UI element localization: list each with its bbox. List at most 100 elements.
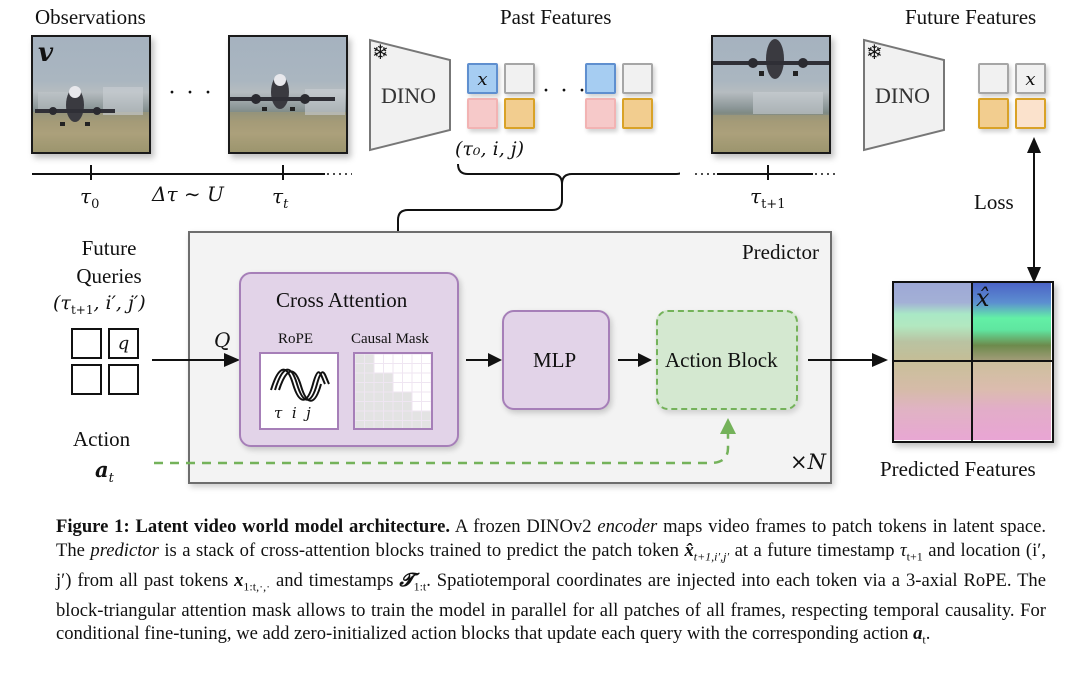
token-coords-label: (τ₀, i, j) xyxy=(455,138,525,160)
query-token xyxy=(108,364,139,395)
predicted-patch xyxy=(973,283,1051,361)
caption-math: t+1,i′,j′ xyxy=(693,549,730,564)
caption-text: is a stack of cross-attention blocks tra… xyxy=(158,539,685,561)
token-blue: x xyxy=(467,63,498,94)
mask-cell xyxy=(354,382,365,393)
mask-cell xyxy=(421,353,432,364)
mask-cell xyxy=(354,363,365,374)
observation-frame-taut1 xyxy=(711,35,831,154)
dino-label: DINO xyxy=(875,83,930,108)
caption-text: . Spatiotemporal coordinates are injecte… xyxy=(56,569,1046,645)
past-features-label: Past Features xyxy=(500,5,612,29)
token-gray xyxy=(978,63,1009,94)
mask-cell xyxy=(402,391,413,402)
airplane-image xyxy=(713,37,829,152)
loss-arrow xyxy=(1027,137,1041,283)
action-label: Action xyxy=(73,427,131,451)
mask-cell xyxy=(402,353,413,364)
mask-cell xyxy=(421,382,432,393)
caption-text: . xyxy=(925,623,931,645)
action-block-label: Action Block xyxy=(665,348,778,372)
token-gray xyxy=(622,63,653,94)
causal-mask-box xyxy=(353,352,433,431)
rope-axes-label: τ i j xyxy=(274,404,311,422)
mask-cell xyxy=(364,363,375,374)
observations-label: Observations xyxy=(35,5,146,29)
mask-cell xyxy=(373,353,384,364)
grid-divider xyxy=(894,360,1052,362)
caption-math: x̂ xyxy=(684,539,694,561)
token-pink xyxy=(467,98,498,129)
mask-cell xyxy=(402,372,413,383)
token-blue xyxy=(585,63,616,94)
predicted-patch xyxy=(894,283,972,361)
mask-cell xyxy=(411,372,422,383)
query-token-q: q xyxy=(108,328,139,359)
caption-text: and timestamps xyxy=(270,569,400,591)
timeline-future xyxy=(695,165,837,180)
dino-label: DINO xyxy=(381,83,436,108)
mask-cell xyxy=(383,363,394,374)
mask-cell xyxy=(392,391,403,402)
caption-math: t+1 xyxy=(906,549,923,564)
figure-caption: Figure 1: Latent video world model archi… xyxy=(56,515,1046,653)
rope-box xyxy=(259,352,339,430)
mask-cell xyxy=(354,391,365,402)
rope-label: RoPE xyxy=(278,331,314,347)
tau0-label: τ0 xyxy=(80,184,100,212)
future-features-label: Future Features xyxy=(905,5,1037,29)
mask-cell xyxy=(392,372,403,383)
video-symbol: v xyxy=(38,38,54,68)
mask-cell xyxy=(421,363,432,374)
cross-attention-label: Cross Attention xyxy=(276,288,408,312)
mask-cell xyxy=(364,372,375,383)
mask-cell xyxy=(402,382,413,393)
repeat-n-label: ×N xyxy=(790,450,826,474)
snowflake-icon: ❄ xyxy=(866,42,883,64)
loss-label: Loss xyxy=(974,190,1014,214)
token-orange xyxy=(504,98,535,129)
ellipsis: · · · xyxy=(168,80,214,106)
grid-divider xyxy=(971,283,973,441)
caption-text: maps video frames to patch tokens in lat… xyxy=(56,516,1046,561)
delta-tau-label: Δτ ∼ U xyxy=(152,182,224,206)
mlp-label: MLP xyxy=(533,348,577,372)
action-symbol: at xyxy=(95,457,114,487)
mask-cell xyxy=(373,391,384,402)
mask-cell xyxy=(411,353,422,364)
mask-cell xyxy=(354,372,365,383)
caption-title: Latent video world model architecture. xyxy=(135,516,451,537)
caption-math: τ xyxy=(900,539,907,561)
arrow-to-predicted xyxy=(808,353,888,367)
mask-cell xyxy=(373,372,384,383)
mask-cell xyxy=(364,382,375,393)
mask-cell xyxy=(402,363,413,374)
arrow-ca-mlp xyxy=(466,353,502,367)
predicted-features-label: Predicted Features xyxy=(880,457,1036,481)
caption-math: t xyxy=(922,633,926,648)
mask-cell xyxy=(373,382,384,393)
causal-mask-label: Causal Mask xyxy=(351,331,429,347)
mask-cell xyxy=(421,372,432,383)
airplane-image xyxy=(33,37,149,152)
caption-text: A frozen DINOv2 xyxy=(450,516,598,537)
query-coords-label: (τt+1, i′, j′) xyxy=(53,292,146,317)
future-queries-label-2: Queries xyxy=(76,264,142,288)
caption-math: a xyxy=(913,623,923,645)
observation-frame-taut xyxy=(228,35,348,154)
future-queries-label: Future xyxy=(81,236,137,260)
caption-text: at a future timestamp xyxy=(729,539,900,561)
timeline-past xyxy=(32,165,352,180)
caption-text: encoder xyxy=(597,516,658,537)
dino-encoder-past xyxy=(369,38,451,152)
predicted-features-grid xyxy=(892,281,1054,443)
caption-math: x xyxy=(234,569,244,591)
caption-math: 1:t xyxy=(413,579,427,594)
token-gray xyxy=(504,63,535,94)
airplane-image xyxy=(230,37,346,152)
mask-cell xyxy=(364,353,375,364)
ellipsis: · · · xyxy=(542,78,588,104)
mask-cell xyxy=(364,391,375,402)
mask-cell xyxy=(383,382,394,393)
caption-math: 𝓣 xyxy=(399,569,414,591)
